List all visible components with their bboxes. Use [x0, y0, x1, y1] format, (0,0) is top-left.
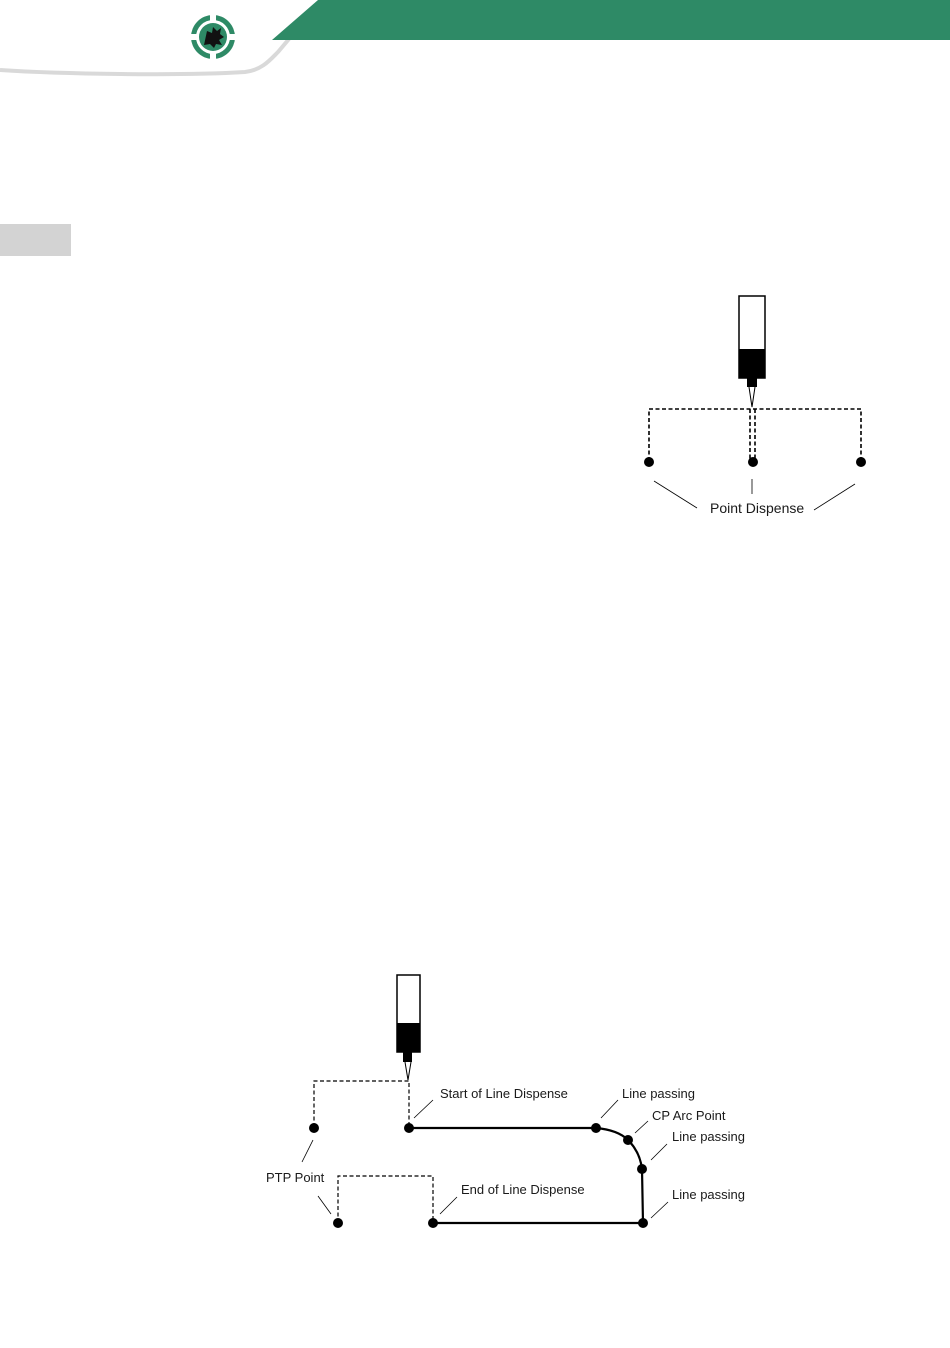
point-dot-left — [644, 457, 654, 467]
start-point — [404, 1123, 414, 1133]
line-passing-point-2 — [637, 1164, 647, 1174]
cp-arc-point — [623, 1135, 633, 1145]
header-green-band — [272, 0, 950, 40]
syringe-icon — [739, 296, 765, 407]
end-point — [428, 1218, 438, 1228]
leader-lines — [654, 479, 855, 510]
line-passing-label-2: Line passing — [672, 1129, 745, 1144]
start-line-label: Start of Line Dispense — [440, 1086, 568, 1101]
line-passing-label-3: Line passing — [672, 1187, 745, 1202]
end-line-label: End of Line Dispense — [461, 1182, 585, 1197]
ptp-point-2 — [333, 1218, 343, 1228]
point-dot-center — [748, 457, 758, 467]
path-points — [309, 1123, 648, 1228]
header-shadow — [0, 8, 315, 74]
gear-wheel-icon — [190, 14, 236, 60]
side-tab — [0, 224, 71, 256]
travel-path — [314, 1081, 433, 1223]
syringe-icon — [397, 975, 420, 1080]
line-passing-point-1 — [591, 1123, 601, 1133]
ptp-point-label: PTP Point — [266, 1170, 325, 1185]
leader-lines — [302, 1100, 668, 1218]
line-passing-label-1: Line passing — [622, 1086, 695, 1101]
point-dispense-label: Point Dispense — [710, 500, 804, 516]
page-header — [0, 0, 950, 80]
cp-arc-label: CP Arc Point — [652, 1108, 726, 1123]
ptp-point-1 — [309, 1123, 319, 1133]
point-dispense-path — [649, 409, 861, 461]
line-passing-point-3 — [638, 1218, 648, 1228]
dispense-path — [409, 1128, 643, 1223]
point-dot-right — [856, 457, 866, 467]
